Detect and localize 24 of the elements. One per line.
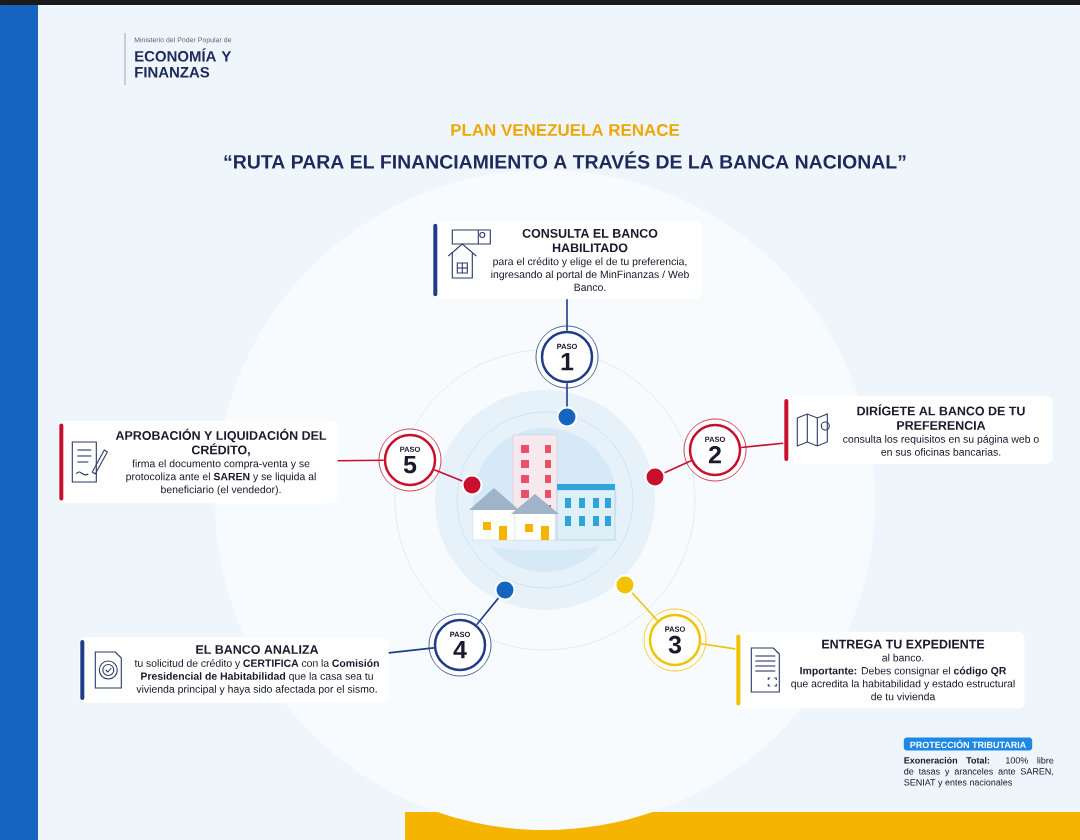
connector-line [433,469,464,482]
connector-line [336,459,385,462]
tag-label: PROTECCIÓN TRIBUTARIA [903,737,1033,751]
dot-marker [556,406,578,428]
title: PLAN VENEZUELA RENACE [451,124,680,136]
connector-line [663,459,692,474]
note-text: Exoneración Total: 100% libre de tasas y aranceles ante SAREN, SENIAT y entes nacionales [904,756,1054,788]
connector-line [387,647,435,654]
connector-line [740,442,785,449]
connector-line [700,643,737,650]
dot-marker [461,474,483,496]
step-card: ENTREGA TU EXPEDIENTE al banco. Importante: Debes consignar el código QR que acredita la habitabilidad y estado estructural de tu vivienda [735,631,1025,709]
ministry-name: ECONOMÍA Y FINANZAS [135,48,232,78]
step-card: DIRÍGETE AL BANCO DE TU PREFERENCIA consulta los requisitos en su página web o en sus oficinas bancarias. [783,396,1053,464]
connector-line [566,382,568,408]
step-card: CONSULTA EL BANCO HABILITADO para el crédito y elige el de tu preferencia, ingresando al portal de MinFinanzas / Web Banco. [432,220,702,300]
connector-line [566,298,568,332]
step-card: EL BANCO ANALIZA tu solicitud de crédito y CERTIFICA con la Comisión Presidencial de Habitabilidad que la casa sea tu vivienda principal y haya sido afectada por el sismo. [79,637,389,703]
side-band [0,5,38,840]
subtitle: “RUTA PARA EL FINANCIAMIENTO A TRAVÉS DE LA BANCA NACIONAL” [224,151,906,169]
connector-line [631,591,659,622]
connector-line [475,597,500,626]
dot-marker [494,579,516,601]
step-card: APROBACIÓN Y LIQUIDACIÓN DEL CRÉDITO, firma el documento compra-venta y se protocoliza ante el SAREN y se liquida al beneficiario (el vendedor). [58,420,338,504]
